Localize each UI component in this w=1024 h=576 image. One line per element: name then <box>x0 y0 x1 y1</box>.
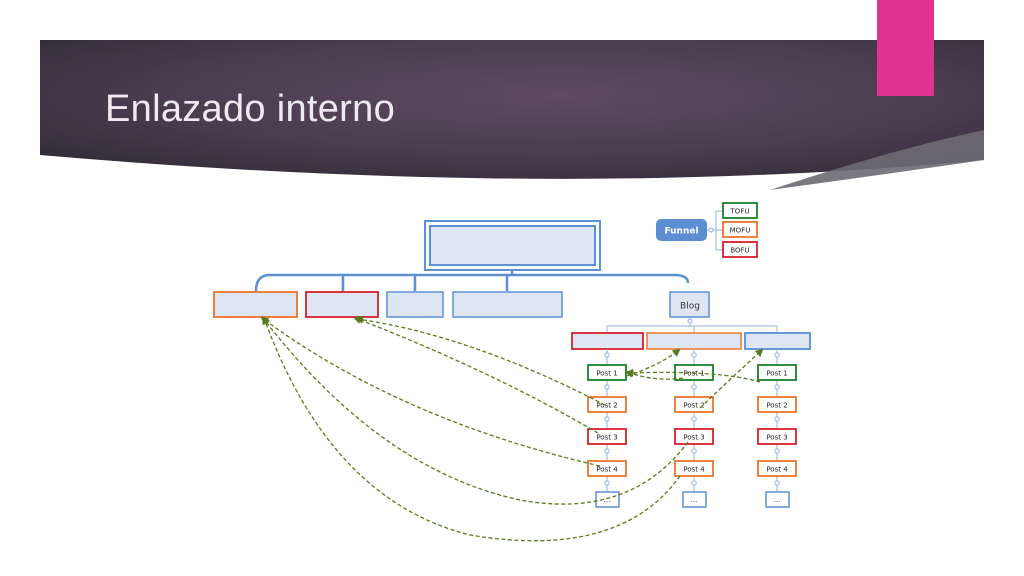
post-box <box>587 460 627 477</box>
link-arrow <box>625 368 761 383</box>
post-box <box>674 396 714 413</box>
category-box-1 <box>213 291 298 318</box>
post-box <box>757 428 797 445</box>
post-box <box>674 428 714 445</box>
tree-connectors <box>254 270 690 292</box>
internal-link-arrows <box>260 315 764 542</box>
title-banner <box>40 40 984 190</box>
accent-tab <box>877 0 934 96</box>
post-box <box>682 491 707 508</box>
blog-label: Blog <box>680 302 700 312</box>
post-label: Post 1 <box>766 370 787 378</box>
post-label: Post 3 <box>683 434 704 442</box>
funnel-connectors <box>707 210 723 251</box>
post-box <box>765 491 790 508</box>
blog-connectors <box>606 317 778 333</box>
mofu-box <box>722 221 758 238</box>
funnel-label: Funnel <box>664 227 698 237</box>
blog-category-1 <box>571 332 644 350</box>
post-label: Post 3 <box>596 434 617 442</box>
link-arrow <box>260 316 601 467</box>
post-label: Post 3 <box>766 434 787 442</box>
category-box-2 <box>305 291 379 318</box>
post-label: ... <box>604 496 611 504</box>
link-arrow <box>699 348 764 409</box>
funnel-legend: Funnel TOFU MOFU BOFU <box>656 202 758 258</box>
post-label: Post 1 <box>596 370 617 378</box>
post-column-1: Post 1 Post 2 Post 3 Post 4 ... <box>587 364 627 508</box>
post-label: Post 2 <box>766 402 787 410</box>
post-column-2: Post 1 Post 2 Post 3 Post 4 ... <box>674 364 714 508</box>
post-box <box>674 460 714 477</box>
post-box <box>757 460 797 477</box>
link-arrow <box>261 316 689 505</box>
slide-title: Enlazado interno <box>105 88 396 130</box>
category-box-4 <box>452 291 563 318</box>
post-connector-nodes <box>604 352 780 486</box>
blog-category-2 <box>646 332 742 350</box>
post-label: ... <box>774 496 781 504</box>
post-column-3: Post 1 Post 2 Post 3 Post 4 ... <box>757 364 797 508</box>
root-node-inner <box>429 225 596 266</box>
link-arrow <box>353 316 599 434</box>
blog-category-3 <box>744 332 811 350</box>
post-box <box>757 396 797 413</box>
link-arrow <box>626 348 681 377</box>
category-box-3 <box>386 291 444 318</box>
tofu-label: TOFU <box>730 208 750 216</box>
funnel-box <box>656 219 707 241</box>
post-box <box>757 364 797 381</box>
post-label: ... <box>691 496 698 504</box>
post-label: Post 4 <box>683 466 705 474</box>
post-label: Post 2 <box>683 402 704 410</box>
bofu-label: BOFU <box>730 247 749 255</box>
link-arrow <box>625 370 684 380</box>
link-arrow <box>355 315 606 406</box>
post-box <box>595 491 620 508</box>
mofu-label: MOFU <box>730 227 751 235</box>
post-label: Post 4 <box>596 466 618 474</box>
post-label: Post 2 <box>596 402 617 410</box>
post-label: Post 4 <box>766 466 788 474</box>
tofu-box <box>722 202 758 219</box>
bofu-box <box>722 241 758 258</box>
